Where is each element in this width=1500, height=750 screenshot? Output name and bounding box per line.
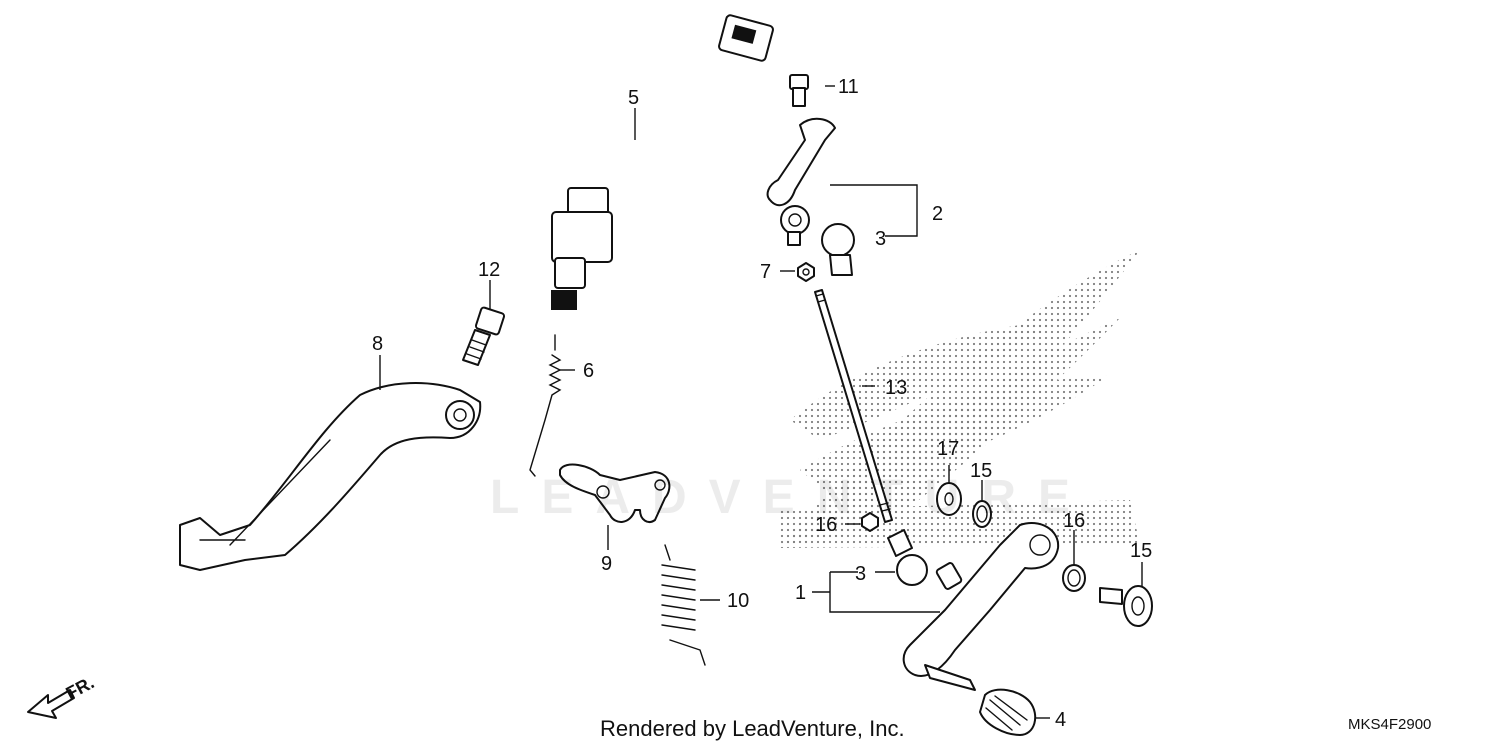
- part-8-brake-pedal: [179, 382, 482, 571]
- callout-6: 6: [583, 360, 594, 382]
- part-4-pedal-rubber: [979, 688, 1037, 736]
- callout-3-upper: 3: [875, 228, 886, 250]
- part-3-ball-joint-lower: [887, 529, 928, 586]
- callout-8: 8: [372, 333, 383, 355]
- part-10-spring: [661, 544, 706, 666]
- part-14-pivot-bolt: [1099, 585, 1153, 627]
- callout-12: 12: [478, 259, 500, 281]
- part-15-ring-lower: [1062, 564, 1086, 592]
- callout-11: 11: [838, 76, 859, 98]
- callout-3-lower: 3: [855, 563, 866, 585]
- part-16-nut: [861, 512, 879, 532]
- part-11-bolt: [789, 74, 809, 107]
- callout-14: 15: [1130, 540, 1152, 562]
- part-7-nut: [797, 262, 815, 282]
- callout-2: 2: [932, 203, 943, 225]
- callout-labels: 5 11 2 3 7 12 8 6 13 17 15 16 15 16 9 3 …: [372, 76, 1152, 731]
- callout-1: 1: [795, 582, 806, 604]
- part-5-sensor: [551, 14, 774, 310]
- callout-17: 17: [937, 438, 959, 460]
- diagram-code: MKS4F2900: [1348, 716, 1432, 733]
- callout-15-lower: 16: [1063, 510, 1085, 532]
- callout-15-upper: 15: [970, 460, 992, 482]
- callout-4: 4: [1055, 709, 1066, 731]
- callout-5: 5: [628, 87, 639, 109]
- callout-16: 16: [815, 514, 837, 536]
- part-13-rod: [814, 289, 893, 523]
- callout-13: 13: [885, 377, 907, 399]
- callout-9: 9: [601, 553, 612, 575]
- part-12-bolt: [462, 306, 506, 366]
- callout-10: 10: [727, 590, 749, 612]
- front-direction-arrow: FR.: [27, 672, 97, 719]
- credit-text: Rendered by LeadVenture, Inc.: [600, 716, 905, 741]
- part-6-spring: [529, 334, 562, 477]
- callout-7: 7: [760, 261, 771, 283]
- part-1-shift-pedal: [902, 522, 1060, 691]
- watermark: LEADVENTURE: [490, 471, 1093, 524]
- part-3-ball-joint-upper: [821, 223, 855, 276]
- part-2-linkage-arm: [766, 117, 836, 246]
- part-9-arm: [559, 463, 671, 523]
- leader-lines: [379, 85, 1143, 719]
